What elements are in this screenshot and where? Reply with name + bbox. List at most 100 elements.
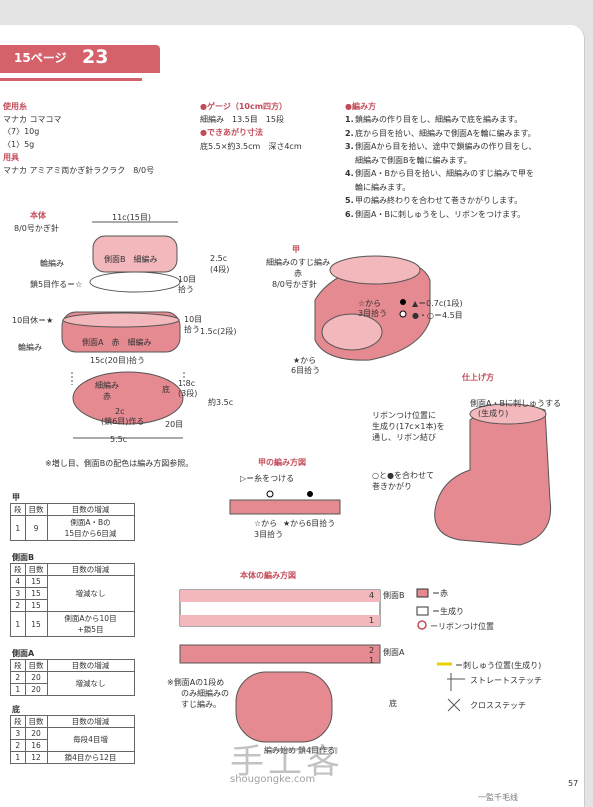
yarn-color-1: 〈1〉5g [3,140,35,149]
bottom-chain-2: (鎖6目)作る [101,417,145,426]
step-item: 2.底から目を拾い、細編みで側面Aを輪に編みます。 [345,128,536,138]
body-chart-note-1: ※側面Aの1段め [167,678,225,687]
body10: 10目休＝★ [12,316,54,325]
body-chart-row-2: 2 [369,646,375,655]
rows-b: (4段) [210,265,230,274]
yarn-heading: 使用糸 [3,102,27,111]
pick10d: 拾う [184,325,200,334]
count20: 20目 [165,420,184,429]
step-item: 輪に編みます。 [355,182,411,192]
gauge-heading-text: ゲージ（10cm四方） [206,102,288,111]
depth-bottom: 1.8c [178,379,196,388]
rows-bottom: (3段) [178,389,198,398]
yarn-name: マナカ コマコマ [3,115,62,124]
legend-natural: ＝生成り [432,607,464,616]
instep-pick-b2: 6目拾う [291,366,321,375]
pick10c: 10目 [184,315,203,324]
round-label: 輪編み [40,259,64,268]
legend-emb: ＝刺しゅう位置(生成り) [455,661,542,670]
bottom-label-1: 細編み [95,381,119,390]
instruction-steps: 1.鎖編みの作り目をし、細編みで底を編みます。 2.底から目を拾い、細編みで側面… [345,113,536,221]
instep-chart-from-a2: 3目拾う [254,530,284,539]
finish-title: 仕上げ方 [462,373,494,382]
legend-red: ＝赤 [432,589,448,598]
instep-stitch: 細編みのすじ編み [266,258,330,267]
step-item: 1.鎖編みの作り目をし、細編みで底を編みます。 [345,115,523,124]
page-prefix: 15ページ [14,51,67,65]
instep-chart-attach: ▷＝糸をつける [240,474,295,483]
legend-ribbon: ーリボンつけ位置 [430,622,494,631]
pattern-banner: 15ページ 23 [0,45,160,73]
chain5-label: 鎖5目作る＝☆ [30,280,83,289]
instep-chart-title: 甲の編み方図 [258,458,306,467]
size-heading-text: できあがり寸法 [206,128,263,137]
gauge-value: 細編み 13.5目 15段 [200,115,284,124]
instep-pick-b: ★から [293,356,317,365]
table-kou-title: 甲 [12,493,20,502]
pick10: 10目 [178,275,197,284]
body-chart-start: 編み始め [264,746,296,755]
instep-title: 甲 [292,245,300,254]
body-hook: 8/0号かぎ針 [14,224,59,233]
depth-a: 1.5c(2段) [200,327,237,336]
watermark-logo: 手工客 [230,742,344,782]
body-title: 本体 [30,211,46,220]
body-chart-title: 本体の編み方図 [240,571,296,580]
finish-whip: ○と●を合わせて [372,471,434,480]
yarn-color-7: 〈7〉10g [3,127,40,136]
step-item: 6.側面A・Bに刺しゅうをし、リボンをつけます。 [345,209,526,219]
instructions-heading-text: 編み方 [351,102,376,111]
banner-underline [0,78,142,81]
approx-depth: 約3.5c [208,398,234,407]
body-chart-row-1: 1 [369,616,375,625]
gauge-heading: ●ゲージ（10cm四方） [200,102,288,111]
instructions-heading: ●編み方 [345,102,376,111]
size-heading: ●できあがり寸法 [200,128,263,137]
round2-label: 輪編み [18,343,42,352]
body-chart-row-1b: 1 [369,656,375,665]
table-bottom-title: 底 [12,705,20,714]
page-number: 57 [568,779,579,788]
bottom-chain-1: 2c [115,407,125,416]
watermark-url: shougongke.com [230,774,316,785]
pattern-number: 23 [82,46,109,68]
instep-color: 赤 [294,269,302,278]
bottom-label-2: 赤 [103,392,111,401]
tool-name: マナカ アミアミ両かぎ針ラクラク 8/0号 [3,166,155,175]
instep-chart-from-b: ★から6目拾う [283,519,336,528]
finish-emb2: (生成り) [478,409,509,418]
finish-whip2: 巻きかがり [372,482,412,491]
color-note: ※増し目、側面Bの配色は編み方図参照。 [45,459,194,468]
table-sideB-title: 側面B [12,553,35,562]
tool-heading: 用具 [3,153,19,162]
instep-chart-from-a: ☆から [254,519,278,528]
instep-pick-a: ☆から [358,299,382,308]
legend-straight: ストレートステッチ [470,676,542,685]
depth-b: 2.5c [210,254,228,263]
finish-ribbon: リボンつけ位置に [372,411,436,420]
step-item: 細編みで側面Bを輪に編みます。 [355,155,472,165]
body-chart-row-4: 4 [369,591,375,600]
body-chart-bottom: 底 [389,699,397,708]
instep-pick-a2: 3目拾う [358,309,388,318]
body-chart-chain: 鎖4目作る [298,746,336,755]
body-chart-note-3: すじ編み。 [181,700,221,709]
base-pick: 15c(20目)拾う [90,356,145,365]
bottom-width: 5.5c [110,435,128,444]
body-chart-side-a: 側面A [383,648,405,657]
size-value: 底5.5×約3.5cm 深さ4cm [200,142,302,151]
finish-ribbon3: 通し、リボン結び [372,433,436,442]
step-item: 4.側面A・Bから目を拾い、細編みのすじ編みで甲を [345,169,534,178]
body-chart-side-b: 側面B [383,591,405,600]
step-item: 5.甲の編み終わりを合わせて巻きかがりします。 [345,196,523,205]
